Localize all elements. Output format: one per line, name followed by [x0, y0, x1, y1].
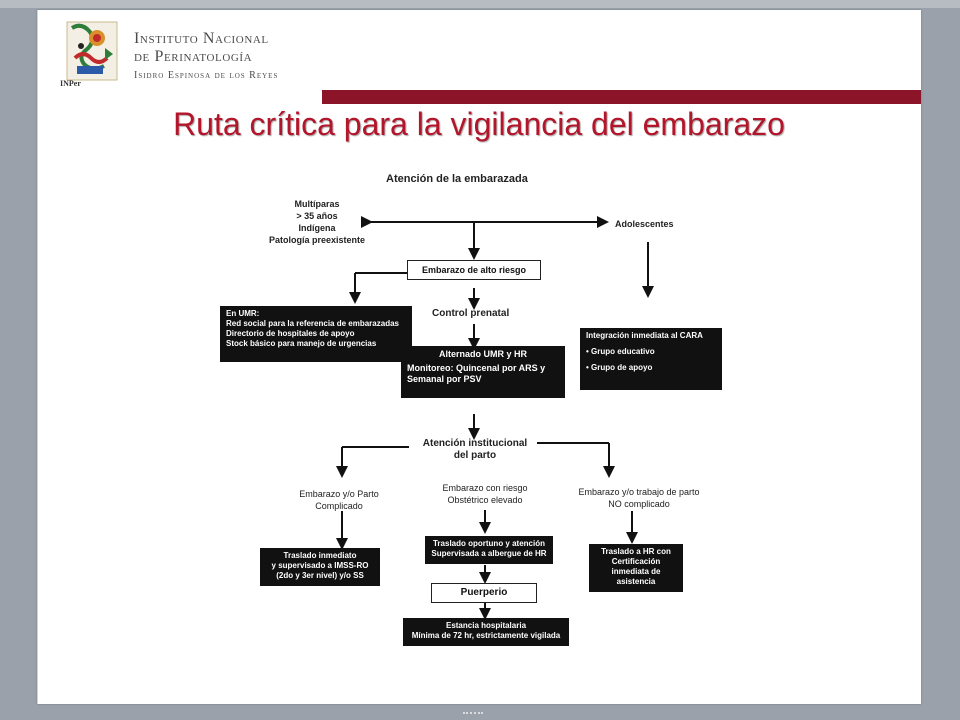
slide-title: Ruta crítica para la vigilancia del emba…: [173, 106, 785, 142]
alternado-title: Alternado UMR y HR: [438, 349, 527, 359]
riesgo-line-1: Obstétrico elevado: [447, 495, 523, 505]
header-red-bar: [322, 90, 921, 104]
traslado-imss-box: Traslado inmediato y supervisado a IMSS-…: [260, 548, 380, 586]
institution-line-1: Instituto Nacional: [134, 30, 269, 47]
umr-line-1: Red social para la referencia de embaraz…: [226, 319, 399, 328]
cara-item-0: • Grupo educativo: [586, 347, 655, 356]
adolescentes-label: Adolescentes: [615, 219, 674, 229]
flow-connectors: [336, 216, 654, 620]
cara-item-0-label: Grupo educativo: [591, 347, 655, 356]
alternado-box: Alternado UMR y HR Monitoreo: Quincenal …: [401, 346, 565, 398]
slide: INPer Instituto Nacional de Perinatologí…: [37, 10, 921, 704]
no-complicado-label: Embarazo y/o trabajo de parto NO complic…: [559, 486, 719, 510]
umr-box: En UMR: Red social para la referencia de…: [220, 306, 412, 362]
traslado-hr-line-1: Certificación: [611, 557, 661, 566]
traslado-hr-line-3: asistencia: [616, 577, 656, 586]
traslado-oportuno-line-1: Supervisada a albergue de HR: [431, 549, 547, 558]
traslado-hr-box: Traslado a HR con Certificación inmediat…: [589, 544, 683, 592]
umr-line-3: Stock básico para manejo de urgencias: [226, 339, 377, 348]
estancia-line-1: Mínima de 72 hr, estrictamente vigilada: [411, 631, 561, 640]
control-prenatal-label: Control prenatal: [432, 308, 510, 319]
puerperio-box: Puerperio: [431, 583, 537, 603]
complicado-label: Embarazo y/o Parto Complicado: [269, 488, 409, 512]
cara-item-1-label: Grupo de apoyo: [591, 363, 653, 372]
estancia-box: Estancia hospitalaria Mínima de 72 hr, e…: [403, 618, 569, 646]
inper-logo-icon: [66, 21, 118, 81]
alto-riesgo-box: Embarazo de alto riesgo: [407, 260, 541, 280]
institution-name: Instituto Nacional de Perinatología Isid…: [134, 30, 278, 83]
no-complicado-line-1: NO complicado: [608, 499, 670, 509]
traslado-oportuno-box: Traslado oportuno y atención Supervisada…: [425, 536, 553, 564]
parto-line-1: del parto: [453, 450, 497, 461]
traslado-imss-line-0: Traslado inmediato: [283, 551, 357, 560]
complicado-line-0: Embarazo y/o Parto: [299, 489, 379, 499]
parto-label: Atención institucional del parto: [407, 438, 543, 462]
risk-factor-3: Patología preexistente: [268, 235, 366, 245]
window-top-bar: [0, 0, 960, 8]
traslado-hr-line-2: inmediata de: [611, 567, 661, 576]
institution-line-2: de Perinatología: [134, 48, 253, 65]
institution-line-3: Isidro Espinosa de los Reyes: [134, 70, 279, 81]
umr-line-0: En UMR:: [226, 309, 260, 318]
cara-item-1: • Grupo de apoyo: [586, 363, 653, 372]
estancia-line-0: Estancia hospitalaria: [445, 621, 527, 630]
umr-line-2: Directorio de hospitales de apoyo: [226, 329, 355, 338]
parto-line-0: Atención institucional: [422, 438, 528, 449]
slide-nav-dots: [463, 712, 483, 718]
traslado-oportuno-line-0: Traslado oportuno y atención: [432, 539, 545, 548]
slide-left-edge: [37, 10, 38, 704]
traslado-imss-line-2: (2do y 3er nivel) y/o SS: [276, 571, 364, 580]
risk-factors: Multíparas > 35 años Indígena Patología …: [257, 198, 377, 246]
cara-box: Integración inmediata al CARA • Grupo ed…: [580, 328, 722, 390]
diagram-heading: Atención de la embarazada: [386, 173, 528, 185]
cara-title: Integración inmediata al CARA: [586, 331, 703, 340]
riesgo-line-0: Embarazo con riesgo: [442, 483, 528, 493]
traslado-hr-line-0: Traslado a HR con: [601, 547, 671, 556]
risk-factor-0: Multíparas: [294, 199, 340, 209]
traslado-imss-line-1: y supervisado a IMSS-RO: [271, 561, 369, 570]
risk-factor-2: Indígena: [298, 223, 336, 233]
alternado-body: Monitoreo: Quincenal por ARS y Semanal p…: [407, 363, 546, 384]
riesgo-label: Embarazo con riesgo Obstétrico elevado: [415, 482, 555, 506]
risk-factor-1: > 35 años: [296, 211, 338, 221]
no-complicado-line-0: Embarazo y/o trabajo de parto: [578, 487, 700, 497]
complicado-line-1: Complicado: [315, 501, 363, 511]
logo-caption: INPer: [60, 79, 81, 88]
